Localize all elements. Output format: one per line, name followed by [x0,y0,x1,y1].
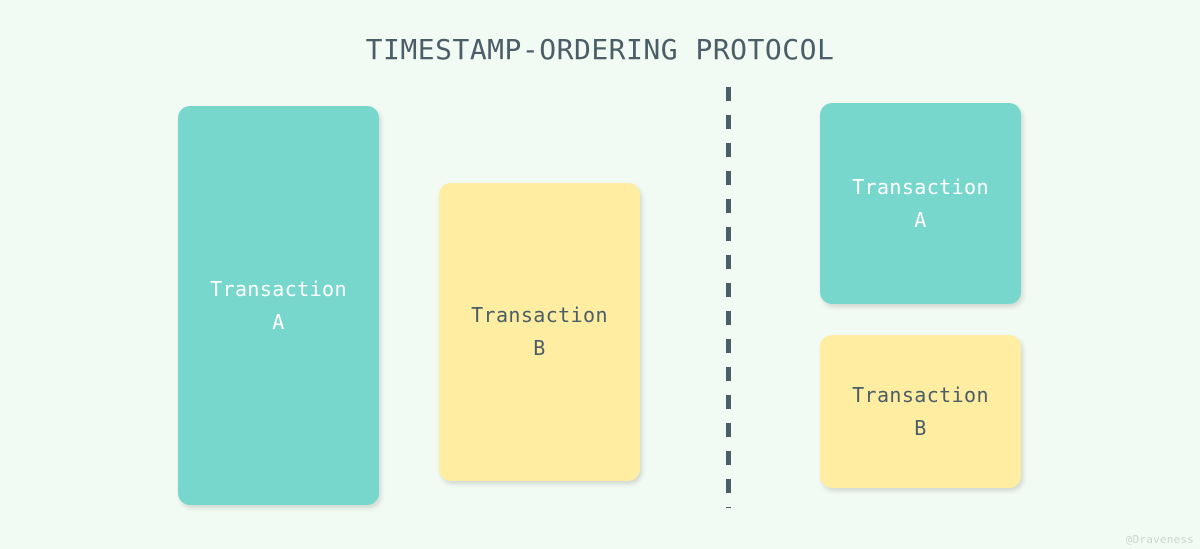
page-title: TIMESTAMP-ORDERING PROTOCOL [365,33,835,66]
panel-divider-dashed-line [726,87,731,508]
right-transaction-a-label: Transaction A [852,174,989,232]
right-transaction-b-label: Transaction B [852,382,989,440]
right-transaction-b-box: Transaction B [820,335,1021,488]
left-transaction-a-box: Transaction A [178,106,379,505]
watermark-credit: @Draveness [1125,533,1194,546]
right-transaction-a-box: Transaction A [820,103,1021,304]
left-transaction-b-box: Transaction B [439,183,640,481]
left-transaction-b-label: Transaction B [471,303,608,360]
left-transaction-a-label: Transaction A [210,276,347,334]
